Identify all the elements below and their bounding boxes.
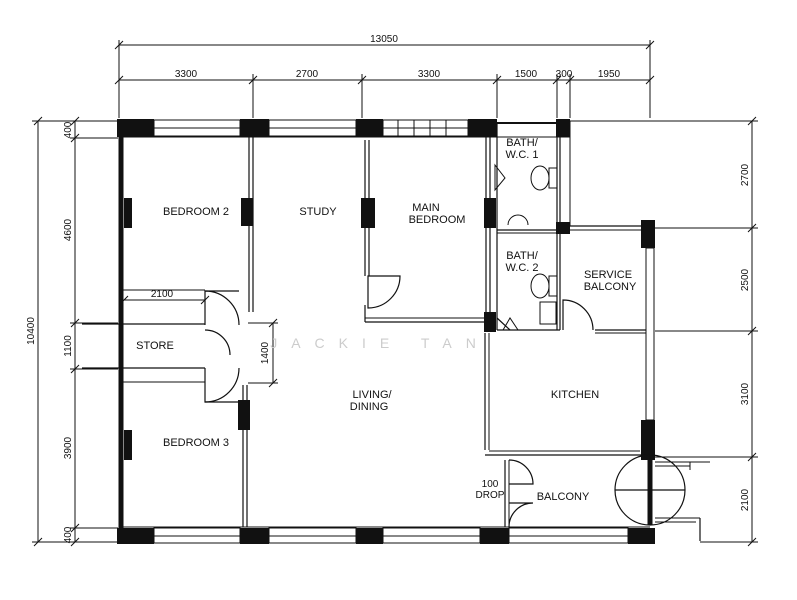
dim-overall-height: 10400 [26,317,37,345]
room-service-balcony-line2: BALCONY [584,281,637,293]
dim-right-4: 2100 [740,488,751,511]
dim-left-1: 400 [63,121,74,138]
windows [153,119,655,544]
room-kitchen: KITCHEN [551,389,599,401]
dim-top-4: 1500 [515,69,538,80]
dim-right-1: 2700 [740,163,751,186]
room-balcony: BALCONY [537,491,590,503]
room-service-balcony-line1: SERVICE [584,269,632,281]
dim-right-2: 2500 [740,268,751,291]
dim-top-2: 2700 [296,69,319,80]
room-bath-2-line1: BATH/ [506,250,539,262]
dim-left-2: 4600 [63,218,74,241]
dim-top-3: 3300 [418,69,441,80]
room-living-line1: LIVING/ [352,389,392,401]
dim-top-5: 300 [556,69,573,80]
room-living-line2: DINING [350,401,389,413]
room-main-bedroom-line2: BEDROOM [409,214,466,226]
dimension-lines [32,40,758,547]
room-store: STORE [136,340,174,352]
room-bedroom-3: BEDROOM 3 [163,437,229,449]
dimension-labels: 13050 3300 2700 3300 1500 300 1950 10400… [26,34,751,543]
watermark: JACKIE TAN [270,335,490,351]
walls [82,121,710,542]
dim-top-6: 1950 [598,69,621,80]
drop-label: DROP [476,490,505,501]
room-bath-1-line1: BATH/ [506,137,539,149]
room-labels: BEDROOM 2 STUDY MAIN BEDROOM BATH/ W.C. … [136,137,637,503]
room-bedroom-2: BEDROOM 2 [163,206,229,218]
dim-store-width: 2100 [151,289,174,300]
room-bath-1-line2: W.C. 1 [505,149,538,161]
columns [117,119,655,544]
room-study: STUDY [299,206,337,218]
dim-corridor: 1400 [260,341,271,364]
fixtures [494,163,558,331]
doors [204,275,686,528]
dim-left-3: 1100 [63,335,74,357]
room-bath-2-line2: W.C. 2 [505,262,538,274]
drop-value: 100 [482,479,499,490]
room-main-bedroom-line1: MAIN [412,202,440,214]
dim-left-4: 3900 [63,436,74,459]
dim-right-3: 3100 [740,382,751,405]
dim-left-5: 400 [63,526,74,543]
dim-top-1: 3300 [175,69,198,80]
dim-overall-width: 13050 [370,34,398,45]
